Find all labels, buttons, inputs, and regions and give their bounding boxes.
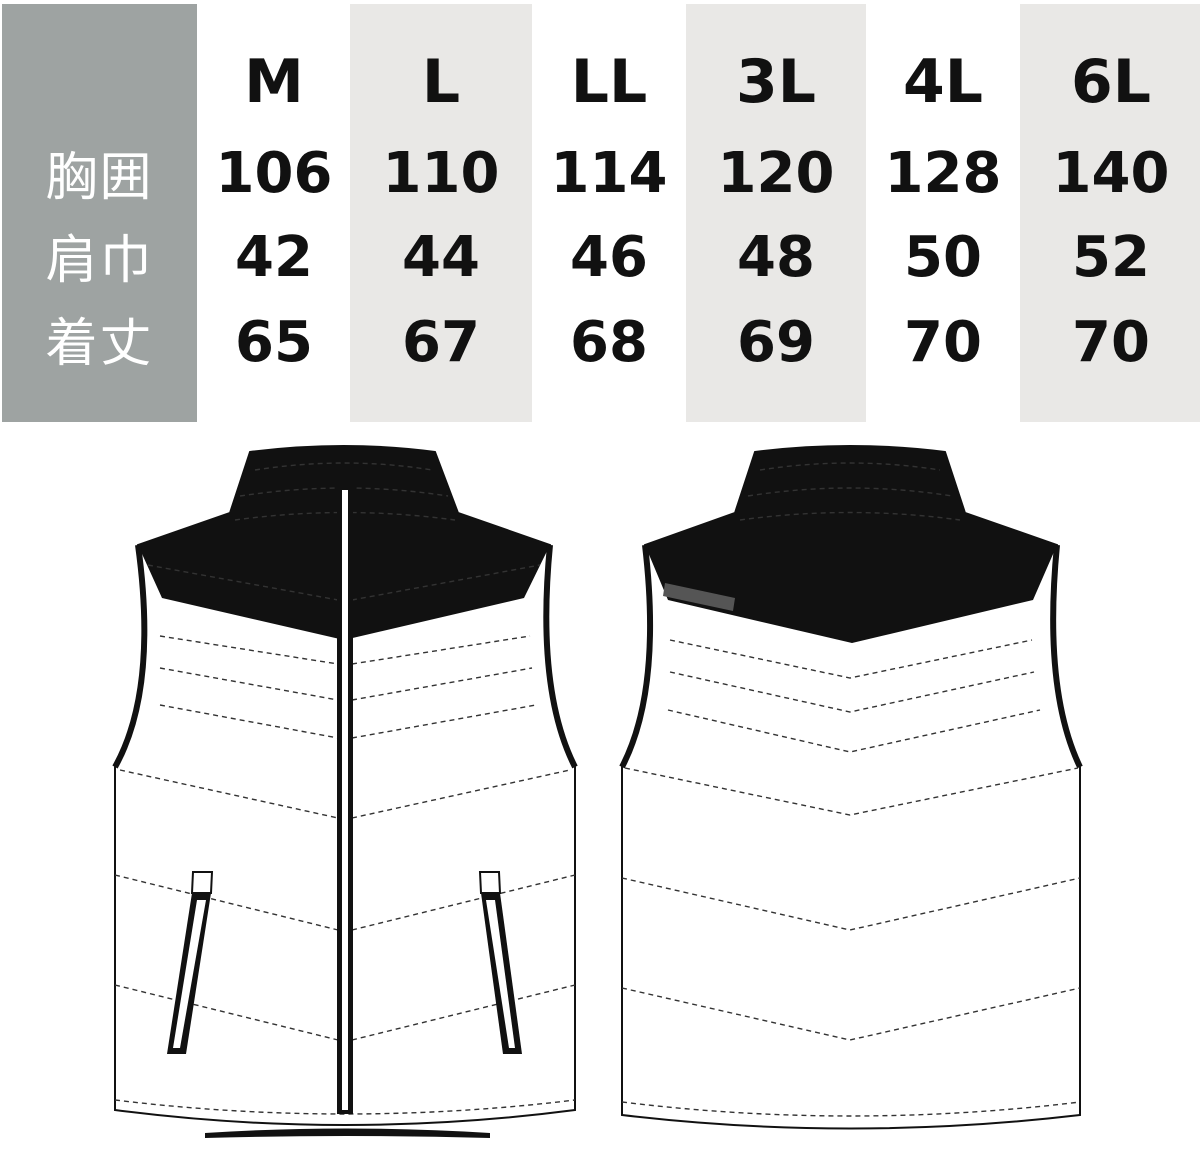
table-cell: 110 xyxy=(382,141,500,206)
table-cell: 128 xyxy=(884,141,1002,206)
table-cell: 46 xyxy=(570,225,648,290)
size-column-stripe xyxy=(1020,4,1200,422)
row-label-length: 着丈 xyxy=(45,314,154,374)
size-header-ll: LL xyxy=(570,47,648,117)
table-cell: 44 xyxy=(402,225,480,290)
table-cell: 67 xyxy=(402,310,480,375)
table-cell: 106 xyxy=(215,141,333,206)
table-cell: 48 xyxy=(737,225,815,290)
size-chart-table: M L LL 3L 4L 6L 胸囲 肩巾 着丈 106 110 114 120… xyxy=(0,0,1200,422)
table-cell: 52 xyxy=(1072,225,1150,290)
size-column-stripe xyxy=(686,4,866,422)
table-cell: 65 xyxy=(235,310,313,375)
table-cell: 69 xyxy=(737,310,815,375)
size-header-m: M xyxy=(244,47,304,117)
table-cell: 140 xyxy=(1052,141,1170,206)
table-cell: 68 xyxy=(570,310,648,375)
table-cell: 50 xyxy=(904,225,982,290)
size-header-3l: 3L xyxy=(736,47,816,117)
vest-illustrations xyxy=(112,445,1083,1138)
vest-front-icon xyxy=(112,445,578,1138)
vest-back-icon xyxy=(619,445,1083,1130)
table-cell: 70 xyxy=(1072,310,1150,375)
table-cell: 42 xyxy=(235,225,313,290)
row-label-shoulder: 肩巾 xyxy=(45,231,154,291)
table-cell: 120 xyxy=(717,141,835,206)
table-cell: 70 xyxy=(904,310,982,375)
size-header-l: L xyxy=(421,47,461,117)
size-header-6l: 6L xyxy=(1071,47,1151,117)
size-header-4l: 4L xyxy=(903,47,983,117)
size-column-stripe xyxy=(350,4,532,422)
row-label-chest: 胸囲 xyxy=(45,148,154,208)
table-cell: 114 xyxy=(550,141,668,206)
row-label-column xyxy=(2,4,197,422)
